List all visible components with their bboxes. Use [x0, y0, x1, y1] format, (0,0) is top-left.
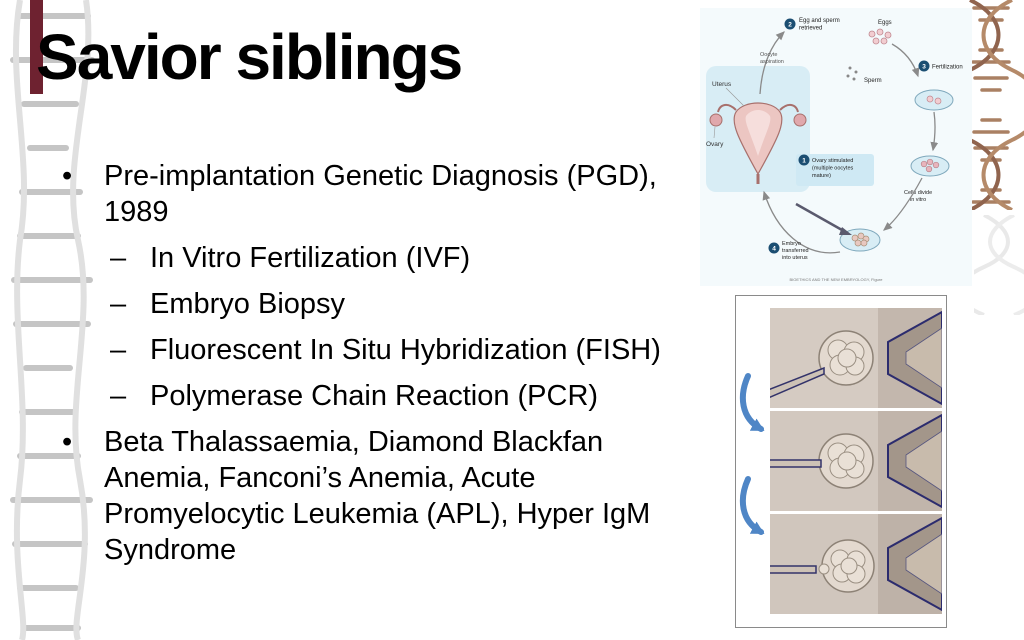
dash-marker: –: [110, 242, 127, 274]
bullet-text: In Vitro Fertilization (IVF): [150, 242, 471, 274]
oocyte-aspiration-label: aspiration: [760, 59, 784, 65]
step4-label: transferred: [782, 248, 809, 254]
step1-label: (multiple oocytes: [812, 166, 854, 172]
step3-label: Fertilization: [932, 65, 963, 71]
slide-title: Savior siblings: [36, 21, 463, 93]
step4-number-badge: [768, 242, 780, 254]
step1-box: [796, 154, 874, 186]
step2-number-badge: [784, 18, 796, 30]
oocyte-aspiration-label: Oocyte: [760, 52, 777, 58]
eggs-label: Eggs: [878, 20, 892, 26]
bullet-list: • Pre-implantation Genetic Diagnosis (PG…: [62, 158, 670, 578]
biopsy-photo-2: [770, 411, 942, 511]
ivf-label-uterus: Uterus: [712, 81, 732, 88]
dividing-cells: [920, 158, 940, 173]
biopsy-photo-1: [770, 308, 942, 408]
biopsy-photo-stack: [770, 308, 942, 617]
ivf-cycle-diagram: Uterus Ovary 1 Ovary stimulated (multipl…: [700, 8, 972, 286]
biopsy-step-arrows: [739, 373, 765, 535]
biopsy-pipette: [770, 459, 822, 468]
fertilization-dish: [914, 89, 954, 111]
sperm-cluster: [846, 66, 858, 81]
embryo-biopsy-figure: [735, 295, 947, 628]
step2-label: retrieved: [799, 26, 822, 32]
diagram-caption: BIOETHICS AND THE NEW EMBRYOLOGY, Figure: [790, 277, 884, 282]
dna-ladder-left-decoration: [10, 0, 95, 640]
step1-label: mature): [812, 173, 831, 179]
step1-label: Ovary stimulated: [812, 158, 853, 164]
transfer-needle: [795, 202, 843, 232]
curved-arrow-icon: [739, 373, 765, 432]
step2-number: 2: [788, 22, 792, 29]
uterus-illustration: [709, 102, 807, 184]
dividing-cells-dish: [910, 155, 950, 177]
bullet-marker: •: [62, 426, 73, 458]
cells-divide-label: in vitro: [910, 197, 926, 203]
bullet-item: • Beta Thalassaemia, Diamond Blackfan An…: [62, 424, 670, 568]
bullet-marker: •: [62, 160, 73, 192]
bullet-subitem: – In Vitro Fertilization (IVF): [62, 240, 670, 276]
bullet-text: Embryo Biopsy: [150, 288, 346, 320]
curved-arrow-icon: [739, 476, 765, 535]
embryo-cells: [851, 232, 870, 247]
sperm-label: Sperm: [864, 78, 882, 84]
dna-helix-faint-decoration: [974, 215, 1024, 315]
step3-number-badge: [918, 60, 930, 72]
dna-helix-right-decoration: [958, 0, 1024, 210]
eggs-cluster: [868, 28, 892, 45]
bullet-item: • Pre-implantation Genetic Diagnosis (PG…: [62, 158, 670, 230]
ivf-label-ovary: Ovary: [706, 141, 724, 148]
biopsy-pipette: [770, 366, 825, 398]
bullet-subitem: – Embryo Biopsy: [62, 286, 670, 322]
biopsy-pipette: [770, 565, 817, 574]
red-accent-bar: [30, 0, 43, 94]
bullet-text: Beta Thalassaemia, Diamond Blackfan Anem…: [104, 426, 651, 566]
dash-marker: –: [110, 380, 127, 412]
bullet-text: Polymerase Chain Reaction (PCR): [150, 380, 599, 412]
dash-marker: –: [110, 334, 127, 366]
step1-number-badge: [798, 154, 810, 166]
bullet-text: Fluorescent In Situ Hybridization (FISH): [150, 334, 661, 366]
step4-label: into uterus: [782, 255, 808, 261]
step4-label: Embryo: [782, 241, 801, 247]
cells-divide-label: Cells divide: [904, 190, 932, 196]
dash-marker: –: [110, 288, 127, 320]
step1-number: 1: [802, 158, 806, 165]
bullet-text: Pre-implantation Genetic Diagnosis (PGD)…: [104, 160, 657, 228]
step4-number: 4: [772, 246, 776, 253]
bullet-subitem: – Polymerase Chain Reaction (PCR): [62, 378, 670, 414]
step3-number: 3: [922, 64, 926, 71]
step2-label: Egg and sperm: [799, 18, 840, 24]
bullet-subitem: – Fluorescent In Situ Hybridization (FIS…: [62, 332, 670, 368]
extracted-cell: [818, 563, 830, 575]
biopsy-photo-3: [770, 514, 942, 614]
